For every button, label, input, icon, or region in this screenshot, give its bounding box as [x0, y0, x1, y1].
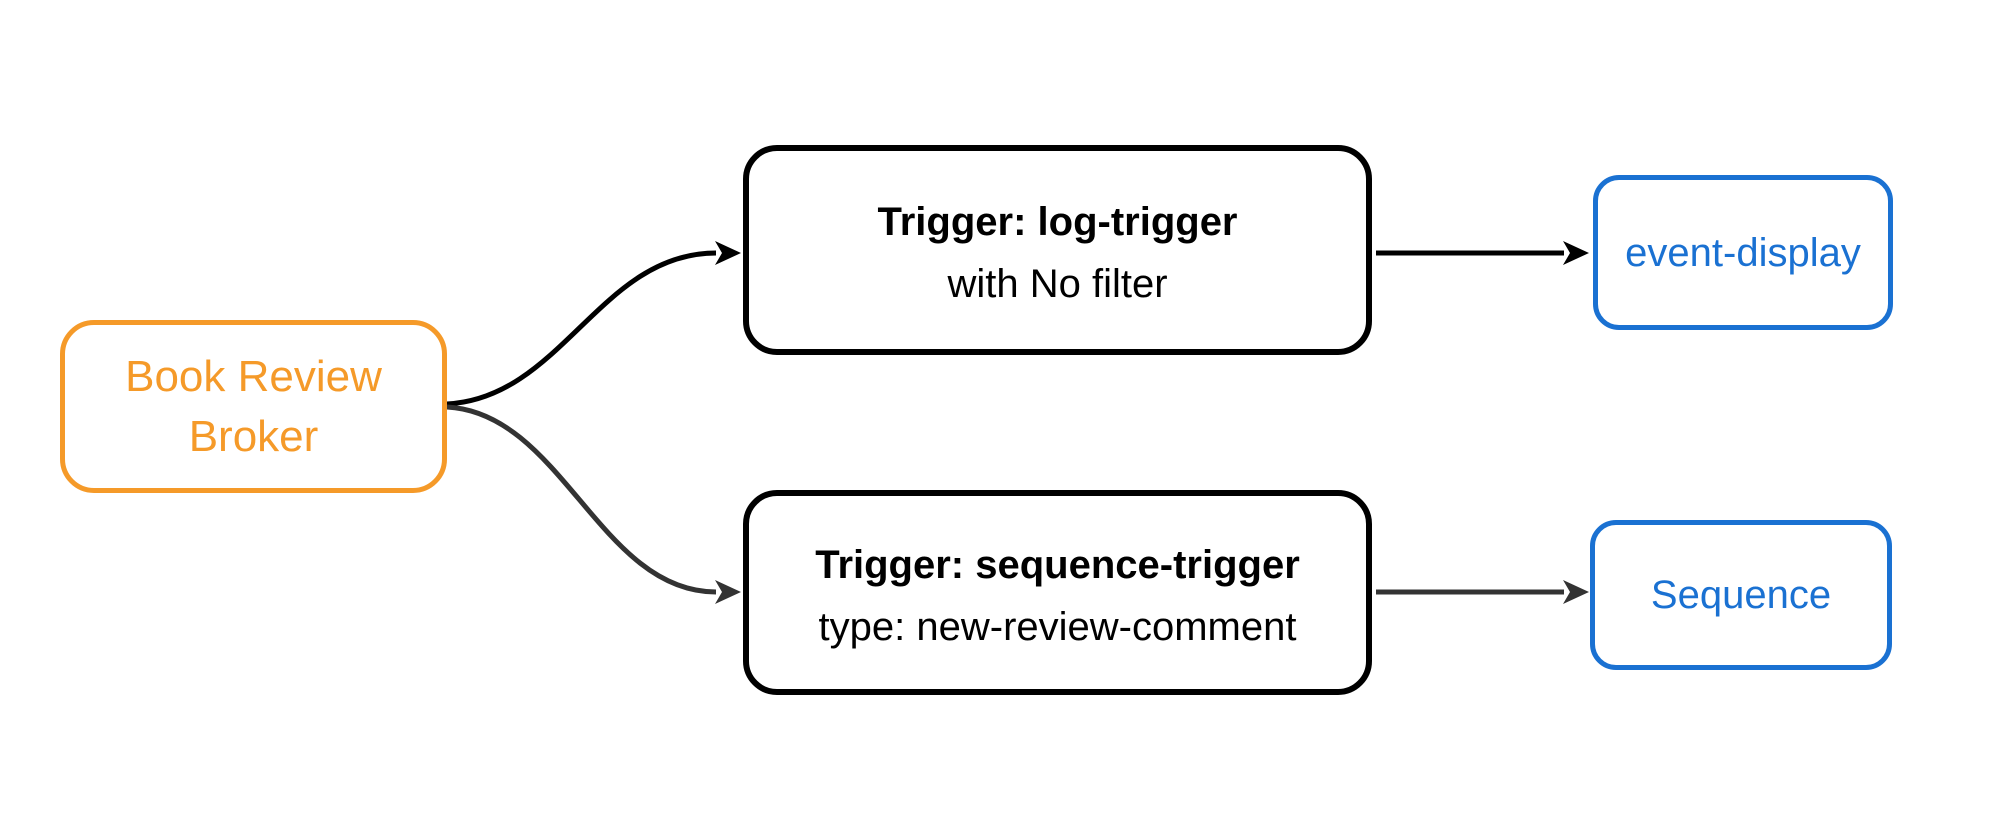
edge-broker-to-log-trigger	[446, 241, 741, 407]
broker-label-line1: Book Review	[125, 351, 382, 401]
edge-broker-to-sequence-trigger	[446, 404, 741, 604]
sequence-trigger-subtitle: type: new-review-comment	[818, 604, 1297, 649]
event-display-label: event-display	[1625, 230, 1861, 275]
sequence-label: Sequence	[1650, 573, 1832, 617]
node-event-display: event-display	[1593, 175, 1893, 330]
node-book-review-broker: Book Review Broker	[60, 320, 447, 493]
node-log-trigger: Trigger: log-trigger with No filter	[743, 145, 1372, 355]
broker-label-line2: Broker	[188, 411, 319, 461]
node-sequence: Sequence	[1590, 520, 1892, 670]
node-sequence-trigger: Trigger: sequence-trigger type: new-revi…	[743, 490, 1372, 695]
log-trigger-title: Trigger: log-trigger	[877, 200, 1238, 244]
log-trigger-subtitle: with No filter	[947, 262, 1168, 306]
sequence-trigger-title: Trigger: sequence-trigger	[815, 542, 1300, 587]
